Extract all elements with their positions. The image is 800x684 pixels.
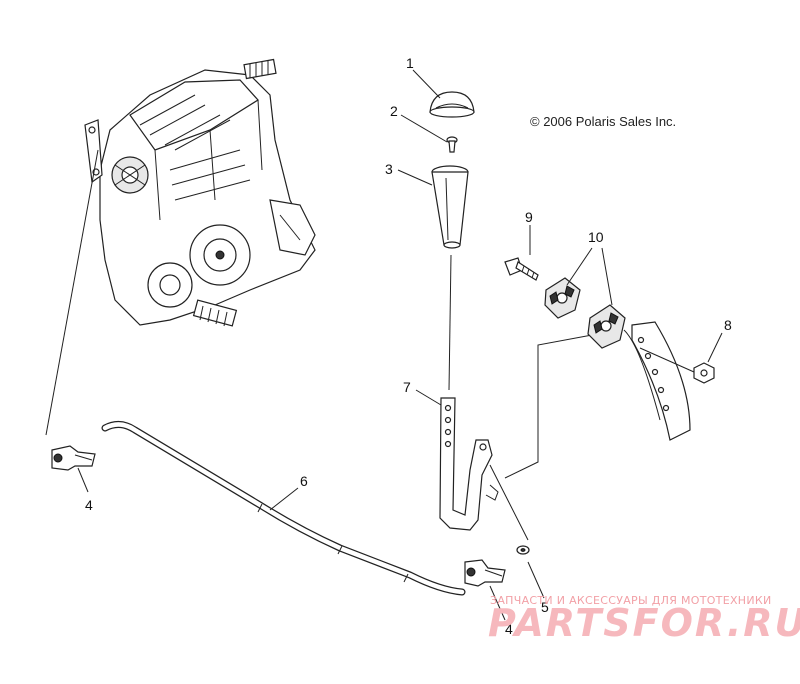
transmission-illustration	[84, 58, 316, 327]
shift-knob-part-3	[431, 165, 469, 249]
callout-3: 3	[385, 161, 393, 177]
mount-bracket-illustration	[623, 321, 691, 441]
clip-part-4-left	[51, 445, 96, 471]
callout-5: 5	[541, 599, 549, 615]
callout-7: 7	[403, 379, 411, 395]
copyright-text: © 2006 Polaris Sales Inc.	[530, 114, 676, 129]
callout-2: 2	[390, 103, 398, 119]
shift-rod-part-6	[101, 421, 466, 596]
nut-part-8	[693, 362, 715, 384]
bushing-part-10-b	[587, 304, 626, 349]
shift-lever-part-7	[439, 397, 499, 531]
callout-9: 9	[525, 209, 533, 225]
screw-part-2	[446, 136, 458, 153]
callout-1: 1	[406, 55, 414, 71]
knob-cap-part-1	[429, 91, 475, 118]
callout-4-right: 4	[505, 621, 513, 637]
callout-6: 6	[300, 473, 308, 489]
bolt-part-9	[504, 257, 539, 281]
clip-part-4-right	[464, 559, 506, 587]
bushing-part-10-a	[544, 277, 581, 319]
callout-4-left: 4	[85, 497, 93, 513]
callout-8: 8	[724, 317, 732, 333]
watermark-brand: PARTSFOR.RU	[488, 601, 800, 645]
watermark-tagline: ЗАПЧАСТИ И АКСЕССУАРЫ ДЛЯ МОТОТЕХНИКИ	[490, 594, 772, 607]
washer-part-5	[516, 545, 530, 555]
callout-10: 10	[588, 229, 604, 245]
